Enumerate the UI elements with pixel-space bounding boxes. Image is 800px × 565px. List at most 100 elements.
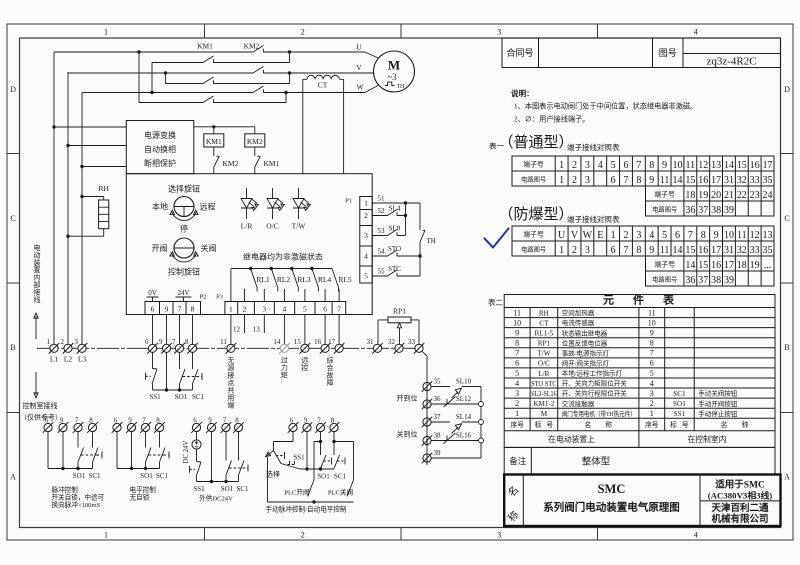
junction-dots bbox=[129, 466, 148, 471]
control-terminal-number: 6 bbox=[114, 417, 118, 425]
component-name: 电流传感器 bbox=[562, 318, 595, 327]
component-code: STO STC bbox=[531, 380, 557, 388]
terminal-cell: 19 bbox=[698, 190, 708, 201]
control-terminal-number: 6 bbox=[290, 417, 294, 425]
outline-box bbox=[501, 37, 781, 68]
arrowhead bbox=[264, 451, 272, 458]
symbol-stroke bbox=[277, 198, 284, 204]
phase-w-label: W bbox=[356, 83, 364, 92]
symbol-stroke bbox=[303, 198, 310, 204]
notes-heading: 说明： bbox=[511, 88, 534, 98]
example-plc-control: 6 9 7 8 选择 SS1 SO1 SC1 PLC开阀 PLC关阀 手动脉冲控… bbox=[264, 417, 354, 514]
terminal-slash bbox=[153, 421, 166, 434]
terminal-cell: 20 bbox=[711, 190, 721, 201]
component-table-title: 元件表 bbox=[603, 293, 693, 307]
wire-12-label: 12 bbox=[233, 326, 241, 334]
wire-53-label: 53 bbox=[378, 227, 386, 235]
control-terminal-number: 7 bbox=[223, 417, 227, 425]
junction-dots bbox=[209, 479, 228, 484]
control-terminal-number: 6 bbox=[45, 417, 49, 425]
terminal-cell: 4 bbox=[649, 230, 654, 241]
limit-arrow-head bbox=[454, 387, 463, 396]
circuit-cell: 7 bbox=[623, 245, 628, 256]
p1-pin-number: 1 bbox=[364, 199, 368, 208]
ss1-button-label: SS1 bbox=[149, 393, 161, 401]
terminal-cell: 8 bbox=[649, 160, 654, 171]
sc1-label: SC1 bbox=[334, 473, 347, 481]
wire-segments bbox=[372, 202, 426, 277]
control-terminal-number: 8 bbox=[89, 417, 93, 425]
wire-segments bbox=[421, 350, 482, 465]
rp1-label: RP1 bbox=[393, 307, 406, 316]
component-name: 手动开阀按钮 bbox=[698, 399, 738, 408]
terminal-t15-number: 15 bbox=[294, 338, 302, 346]
km1-contacts-label: KM1 bbox=[197, 42, 213, 51]
circuit-cell: 36 bbox=[685, 275, 695, 286]
ss1-label: SS1 bbox=[193, 485, 205, 493]
motor-m-label: M bbox=[388, 58, 400, 73]
terminal-cell: 14 bbox=[724, 160, 734, 171]
terminal-slash bbox=[301, 421, 313, 434]
control-terminal-number: 9 bbox=[128, 417, 132, 425]
circuit-row-label: 电路图号 bbox=[521, 174, 546, 183]
circuit-cell: 11 bbox=[660, 245, 670, 256]
component-table: 表二 元件表 11 RH 空间加热器 11 10 CT 电流传感器 10 9 R… bbox=[488, 293, 776, 448]
symbol-stroke bbox=[248, 201, 255, 208]
relay-rl3-label: RL3 bbox=[297, 275, 311, 284]
junction-dots bbox=[66, 194, 84, 238]
terminal-cell: 18 bbox=[685, 190, 695, 201]
circuit-cell: 16 bbox=[698, 175, 708, 186]
terminal-symbol bbox=[287, 421, 299, 434]
terminal-symbol bbox=[42, 421, 54, 434]
phase-v-label: V bbox=[356, 63, 362, 72]
terminal-slash bbox=[278, 342, 291, 354]
control-terminal-number: 9 bbox=[60, 417, 64, 425]
p1-pin-number: 4 bbox=[364, 252, 368, 261]
p3-connector: P3 1 2 3 4 5 6 7 bbox=[216, 294, 347, 315]
ordinary-subtitle: 端子接线对照表 bbox=[567, 142, 620, 152]
phase-u-label: U bbox=[356, 43, 362, 52]
wire-segments bbox=[267, 188, 278, 219]
wiring-side-annotation: 电动装置内部接线 控制室接线 （仅供参考） bbox=[20, 243, 62, 422]
relay-rl2-label: RL2 bbox=[277, 275, 291, 284]
terminal-t32-number: 32 bbox=[388, 338, 396, 346]
terminal-cell: 9 bbox=[662, 160, 667, 171]
terminal-symbol bbox=[393, 342, 405, 354]
series-name: SMC bbox=[598, 482, 626, 496]
terminal-t3-number: 3 bbox=[75, 338, 79, 346]
p3-pin-number: 3 bbox=[262, 305, 266, 314]
symbol-stroke bbox=[300, 201, 307, 208]
seq-header: 序号 bbox=[510, 420, 524, 429]
terminal-cell: 7 bbox=[636, 160, 641, 171]
outline-box bbox=[503, 446, 776, 475]
p1-pin-number: 3 bbox=[364, 231, 368, 240]
junction-dots bbox=[212, 125, 216, 129]
terminal-cell: 6 bbox=[623, 160, 628, 171]
terminal-symbol bbox=[301, 421, 313, 434]
terminal-row-label: 端子号 bbox=[655, 189, 676, 198]
symbol-stroke bbox=[266, 450, 274, 456]
ct-coil bbox=[306, 74, 340, 80]
level-control-caption1: 电平控制 bbox=[130, 485, 157, 494]
position-potentiometer: RP1 bbox=[377, 307, 420, 345]
p2-pin-number: 6 bbox=[151, 305, 155, 314]
p3-pin-number: 6 bbox=[323, 305, 327, 314]
terminal-slash bbox=[111, 421, 123, 434]
so1-label: SO1 bbox=[317, 473, 330, 481]
stc-label: STC bbox=[388, 265, 401, 273]
component-code: T/W bbox=[537, 350, 550, 358]
circuit-cell: 9 bbox=[649, 175, 654, 186]
component-seq: 2 bbox=[515, 399, 519, 408]
wire-55-label: 55 bbox=[378, 268, 386, 276]
component-name: 开、关向行程限位开关 bbox=[562, 389, 628, 398]
sl12-label: SL12 bbox=[456, 395, 472, 403]
circuit-cell: 32 bbox=[737, 245, 747, 256]
wire-segments bbox=[512, 226, 774, 286]
circuit-cell: 35 bbox=[763, 245, 773, 256]
arrowhead bbox=[303, 206, 309, 212]
component-code: RP1 bbox=[538, 340, 551, 348]
terminal-symbol bbox=[299, 342, 311, 354]
wire-52-label: 52 bbox=[378, 207, 386, 215]
remote-label: 远程 bbox=[200, 203, 216, 212]
power-supply-box: 电源变换 自动换相 断相保护 bbox=[52, 120, 195, 175]
